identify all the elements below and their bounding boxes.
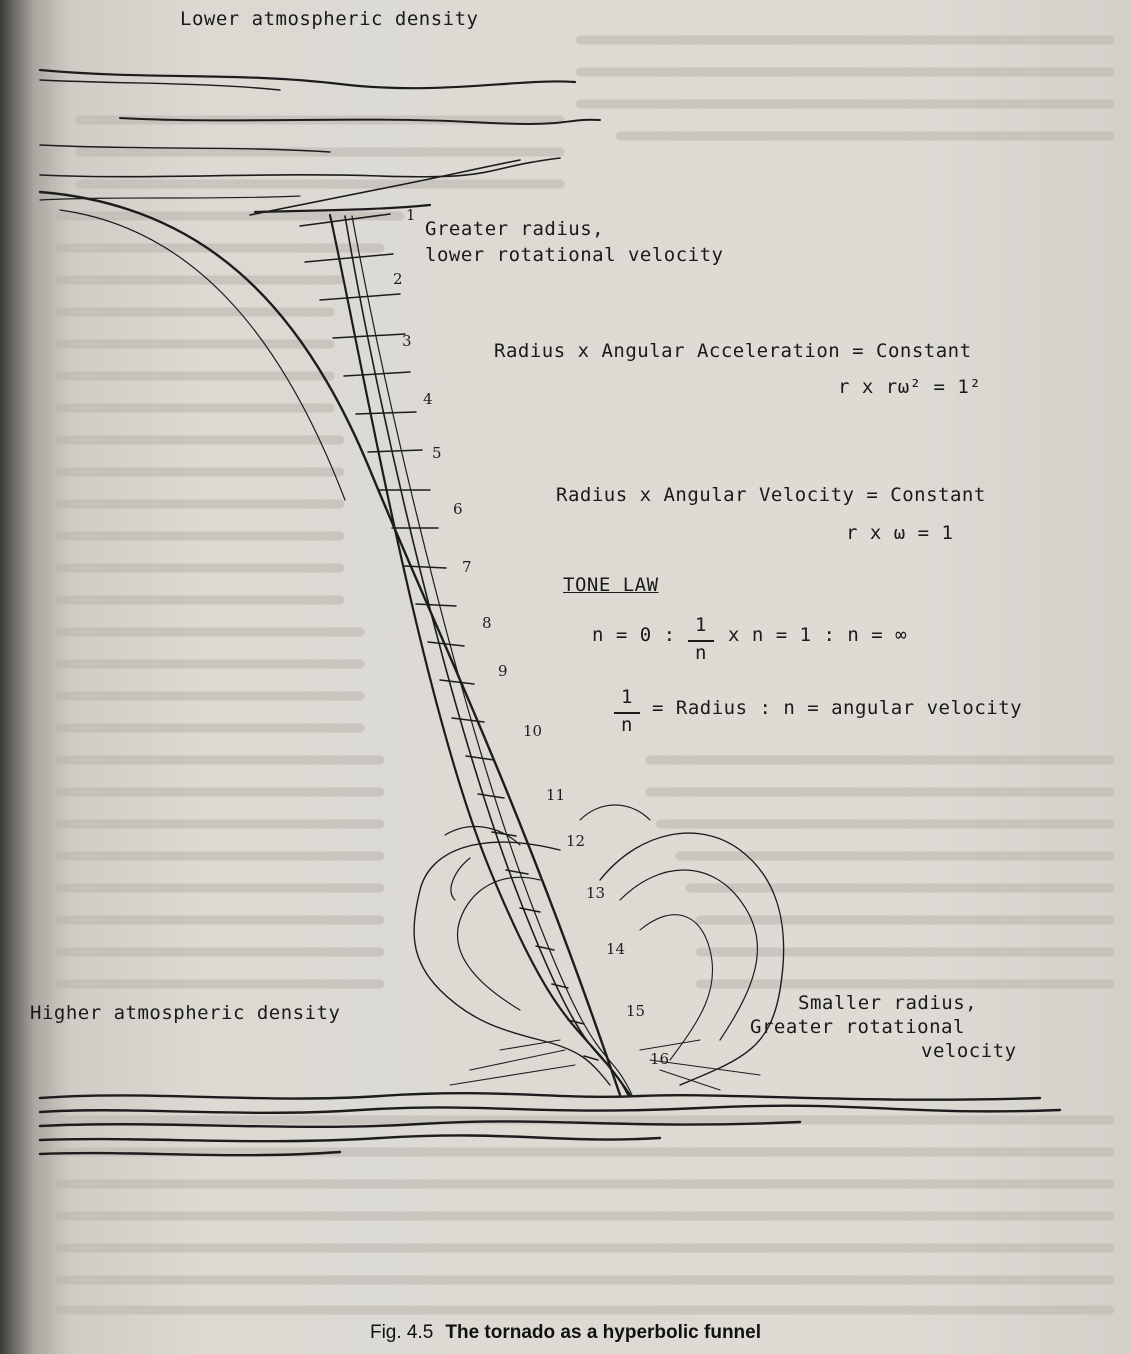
debris-cloud-left2 — [458, 877, 541, 1010]
segment-number: 8 — [482, 614, 492, 632]
label-acceleration-formula: r x rω² = 1² — [838, 376, 981, 398]
debris-swirl — [451, 805, 650, 900]
label-radius-relation: = Radius : n = angular velocity — [652, 697, 1022, 719]
label-higher-density: Higher atmospheric density — [30, 1002, 340, 1024]
label-smaller-radius: Smaller radius, — [798, 992, 977, 1014]
caption-title: The tornado as a hyperbolic funnel — [445, 1322, 761, 1343]
fraction-denominator: n — [690, 642, 712, 664]
ground-lines — [40, 1093, 1060, 1155]
segment-number: 13 — [586, 884, 605, 902]
segment-number: 14 — [606, 940, 625, 958]
caption-figure-number: Fig. 4.5 — [370, 1322, 433, 1343]
segment-number: 3 — [402, 332, 412, 350]
label-velocity-formula: r x ω = 1 — [846, 522, 953, 544]
fraction2-denominator: n — [616, 714, 638, 736]
label-n-relation-a: n = 0 : — [592, 624, 676, 646]
cloud-line — [40, 80, 280, 90]
fraction-numerator: 1 — [690, 614, 712, 636]
segment-number: 7 — [462, 558, 472, 576]
debris-cloud-right3 — [640, 915, 713, 1060]
label-acceleration-equation: Radius x Angular Acceleration = Constant — [494, 340, 972, 362]
segment-number: 2 — [393, 270, 403, 288]
fraction2-numerator: 1 — [616, 686, 638, 708]
segment-number: 16 — [650, 1050, 669, 1068]
debris-streaks — [450, 1040, 760, 1090]
segment-number: 9 — [498, 662, 508, 680]
segment-number: 1 — [406, 206, 416, 224]
label-lower-density: Lower atmospheric density — [180, 8, 478, 30]
label-n-relation-b: x n = 1 : n = ∞ — [728, 624, 907, 646]
label-greater-radius: Greater radius, — [425, 218, 604, 240]
segment-number: 4 — [423, 390, 433, 408]
segment-number: 6 — [453, 500, 463, 518]
figure-caption: Fig. 4.5 The tornado as a hyperbolic funn… — [0, 1322, 1131, 1344]
label-lower-rotational-velocity: lower rotational velocity — [425, 244, 723, 266]
label-tone-law: TONE LAW — [563, 574, 659, 596]
segment-number: 15 — [626, 1002, 645, 1020]
funnel-top-edge — [250, 160, 520, 215]
funnel-left-edge — [40, 192, 620, 1095]
label-velocity: velocity — [921, 1040, 1017, 1062]
segment-number: 12 — [566, 832, 585, 850]
label-greater-rotational: Greater rotational — [750, 1016, 965, 1038]
cloud-line — [120, 118, 600, 124]
cloud-line — [40, 70, 575, 88]
segment-number: 5 — [432, 444, 442, 462]
segment-number: 10 — [523, 722, 542, 740]
funnel-left-edge-inner — [60, 210, 345, 500]
cloud-line — [40, 145, 330, 152]
segment-number: 11 — [546, 786, 565, 804]
label-velocity-equation: Radius x Angular Velocity = Constant — [556, 484, 986, 506]
